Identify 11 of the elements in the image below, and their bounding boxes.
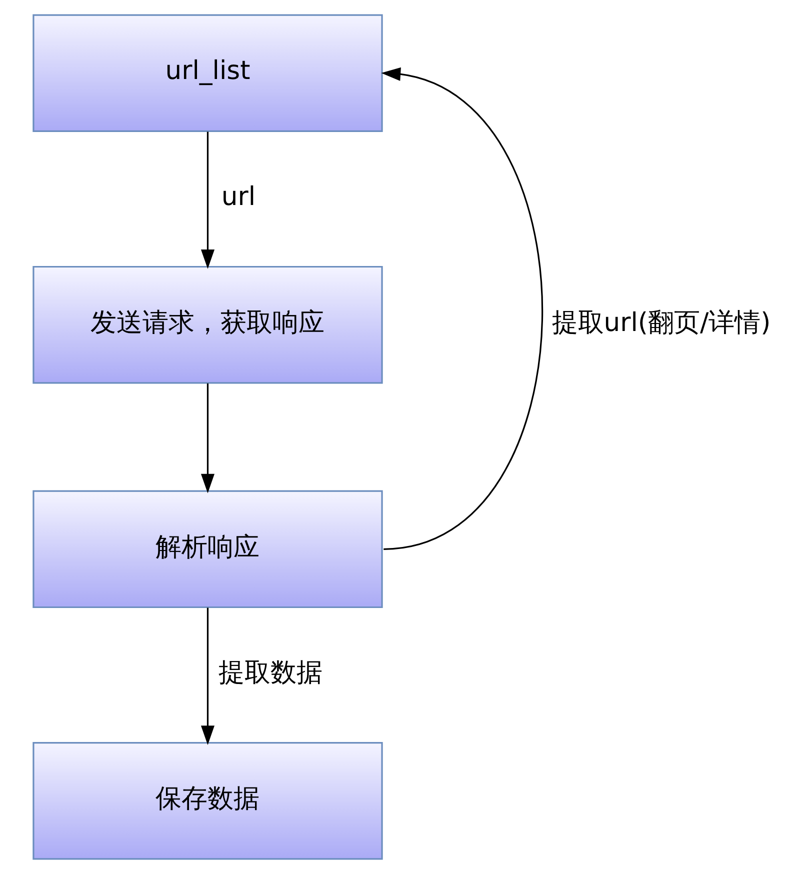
arrow: [200, 608, 215, 745]
node-box: 发送请求，获取响应: [32, 266, 383, 384]
arrow: [200, 132, 215, 269]
node-box: url_list: [32, 14, 383, 132]
edge-label: url: [221, 182, 256, 212]
edge-label: 提取url(翻页/详情): [552, 308, 771, 338]
arrow: [200, 383, 215, 494]
edge-label: 提取数据: [218, 658, 323, 688]
node-box: 保存数据: [32, 742, 383, 860]
node-box: 解析响应: [32, 490, 383, 608]
arrow: [381, 67, 543, 550]
